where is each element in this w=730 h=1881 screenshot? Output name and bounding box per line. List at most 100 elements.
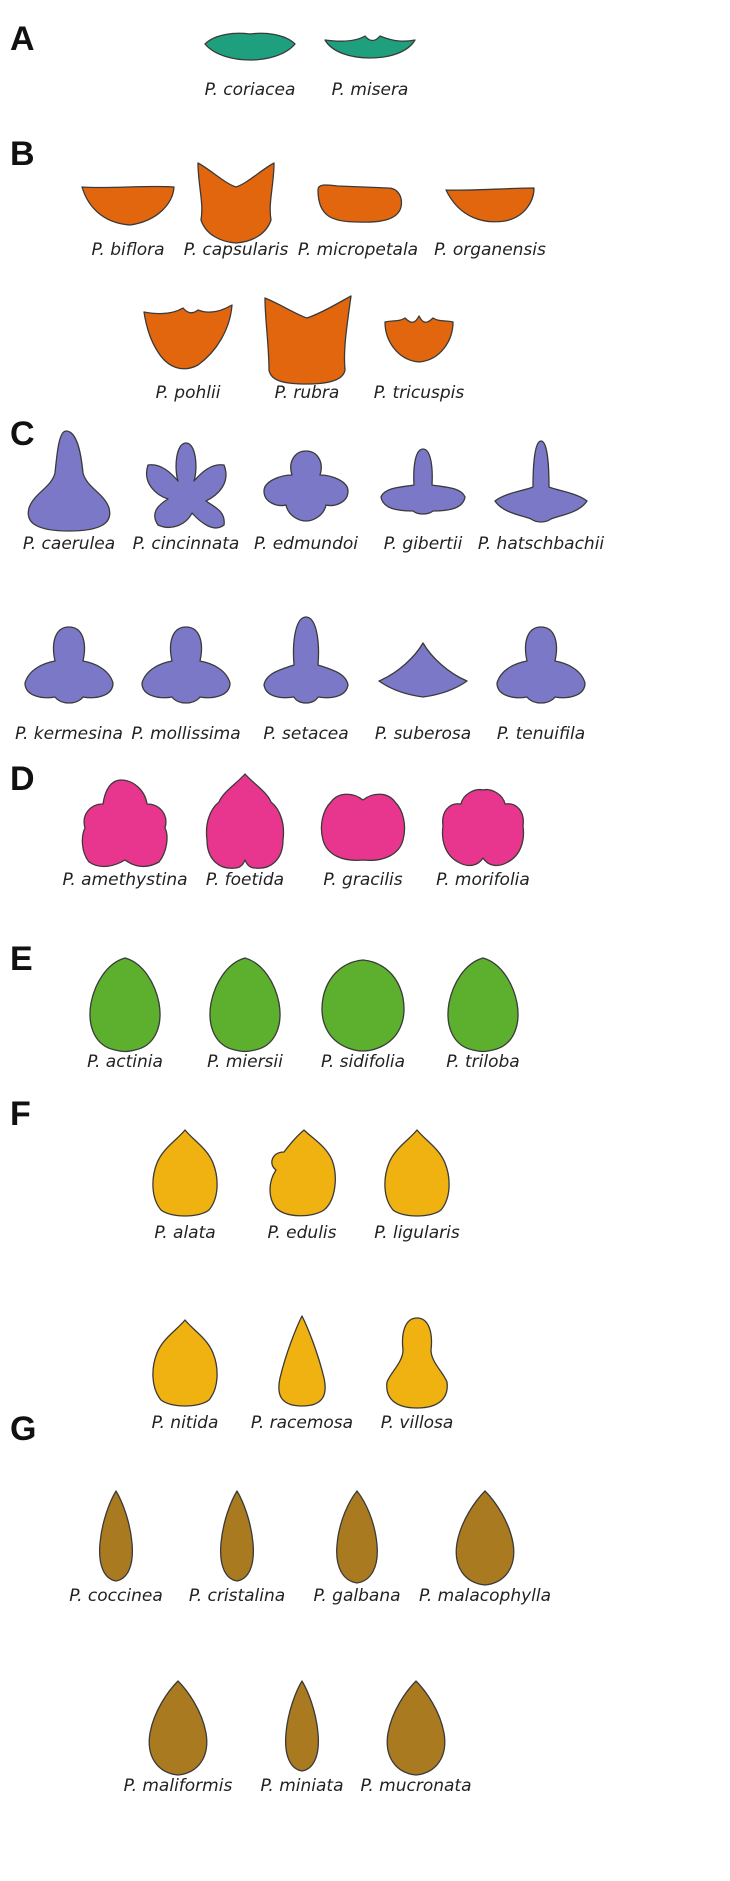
species-label: P. edmundoi: [254, 534, 358, 554]
species-label: P. rubra: [275, 383, 340, 403]
petal-shape-p-gracilis: [321, 794, 404, 860]
species-p-rubra: P. rubra: [265, 296, 351, 403]
petal-shape-p-cincinnata: [147, 443, 226, 528]
species-p-nitida: P. nitida: [152, 1320, 219, 1433]
species-label: P. tenuifila: [497, 724, 585, 744]
petal-shape-p-morifolia: [443, 790, 524, 866]
species-p-mucronata: P. mucronata: [360, 1681, 471, 1796]
petal-shape-p-kermesina: [25, 627, 113, 703]
species-p-pohlii: P. pohlii: [144, 305, 232, 403]
species-label: P. gibertii: [384, 534, 463, 554]
species-label: P. coriacea: [205, 80, 296, 100]
species-p-tenuifila: P. tenuifila: [497, 627, 585, 744]
petal-shape-p-pohlii: [144, 305, 232, 369]
species-p-racemosa: P. racemosa: [251, 1316, 353, 1433]
species-label: P. miniata: [261, 1776, 344, 1796]
petal-shape-p-misera: [325, 36, 415, 58]
panel-letter-a: A: [10, 20, 35, 58]
species-label: P. sidifolia: [321, 1052, 405, 1072]
species-label: P. malacophylla: [419, 1586, 551, 1606]
species-label: P. kermesina: [15, 724, 123, 744]
panel-letter-b: B: [10, 135, 35, 173]
species-p-foetida: P. foetida: [206, 774, 284, 890]
species-label: P. foetida: [206, 870, 284, 890]
species-label: P. nitida: [152, 1413, 219, 1433]
species-label: P. actinia: [87, 1052, 163, 1072]
petal-shape-p-amethystina: [82, 780, 167, 866]
petal-shape-p-setacea: [264, 617, 348, 703]
petal-shape-p-coccinea: [100, 1491, 133, 1581]
petal-shape-p-mollissima: [142, 627, 230, 703]
species-p-villosa: P. villosa: [381, 1318, 454, 1433]
species-label: P. cincinnata: [133, 534, 240, 554]
species-p-alata: P. alata: [153, 1130, 217, 1243]
species-label: P. setacea: [263, 724, 348, 744]
species-p-micropetala: P. micropetala: [298, 185, 418, 260]
species-p-amethystina: P. amethystina: [62, 780, 187, 890]
species-label: P. suberosa: [375, 724, 471, 744]
species-label: P. ligularis: [374, 1223, 460, 1243]
petal-shape-p-foetida: [207, 774, 284, 868]
species-p-mollissima: P. mollissima: [131, 627, 240, 744]
petal-shape-p-triloba: [448, 958, 518, 1052]
petal-shape-p-mucronata: [387, 1681, 445, 1775]
species-label: P. biflora: [91, 240, 164, 260]
petal-shape-p-racemosa: [279, 1316, 325, 1406]
petal-shape-p-coriacea: [205, 33, 295, 60]
species-p-tricuspis: P. tricuspis: [374, 316, 465, 403]
species-p-malacophylla: P. malacophylla: [419, 1491, 551, 1606]
petal-shape-p-sidifolia: [322, 960, 404, 1051]
petal-shape-p-suberosa: [379, 643, 467, 697]
species-label: P. micropetala: [298, 240, 418, 260]
species-label: P. amethystina: [62, 870, 187, 890]
species-label: P. pohlii: [156, 383, 221, 403]
species-label: P. edulis: [267, 1223, 336, 1243]
species-p-miniata: P. miniata: [261, 1681, 344, 1796]
petal-shape-p-biflora: [82, 186, 174, 225]
species-p-edmundoi: P. edmundoi: [254, 451, 358, 554]
species-p-biflora: P. biflora: [82, 186, 174, 260]
species-label: P. triloba: [446, 1052, 519, 1072]
petal-shape-p-tenuifila: [497, 627, 585, 703]
species-p-setacea: P. setacea: [263, 617, 348, 744]
petal-shape-p-miersii: [210, 958, 280, 1052]
species-label: P. misera: [332, 80, 409, 100]
panel-letter-d: D: [10, 760, 35, 798]
species-p-cincinnata: P. cincinnata: [133, 443, 240, 554]
species-label: P. maliformis: [124, 1776, 233, 1796]
species-label: P. miersii: [207, 1052, 283, 1072]
petal-shape-p-capsularis: [198, 163, 274, 243]
species-p-coccinea: P. coccinea: [69, 1491, 163, 1606]
species-label: P. alata: [154, 1223, 215, 1243]
species-label: P. organensis: [434, 240, 546, 260]
petal-shape-p-maliformis: [149, 1681, 207, 1775]
petal-shape-p-tricuspis: [385, 316, 453, 362]
species-p-suberosa: P. suberosa: [375, 643, 471, 744]
species-label: P. cristalina: [189, 1586, 285, 1606]
panel-letter-c: C: [10, 415, 35, 453]
species-p-capsularis: P. capsularis: [184, 163, 289, 260]
petal-shape-p-miniata: [286, 1681, 319, 1771]
species-label: P. tricuspis: [374, 383, 465, 403]
species-p-sidifolia: P. sidifolia: [321, 960, 405, 1072]
species-p-maliformis: P. maliformis: [124, 1681, 233, 1796]
petal-shape-p-micropetala: [318, 185, 401, 222]
species-label: P. caerulea: [23, 534, 115, 554]
species-label: P. hatschbachii: [478, 534, 605, 554]
species-p-coriacea: P. coriacea: [205, 33, 296, 100]
petal-shape-p-alata: [153, 1130, 217, 1216]
petal-shape-p-ligularis: [385, 1130, 449, 1216]
species-p-ligularis: P. ligularis: [374, 1130, 460, 1243]
panel-letter-g: G: [10, 1410, 36, 1448]
species-p-misera: P. misera: [325, 36, 415, 100]
species-label: P. coccinea: [69, 1586, 163, 1606]
species-p-morifolia: P. morifolia: [436, 790, 530, 890]
species-label: P. racemosa: [251, 1413, 353, 1433]
species-p-actinia: P. actinia: [87, 958, 163, 1072]
petal-shape-p-cristalina: [221, 1491, 254, 1581]
